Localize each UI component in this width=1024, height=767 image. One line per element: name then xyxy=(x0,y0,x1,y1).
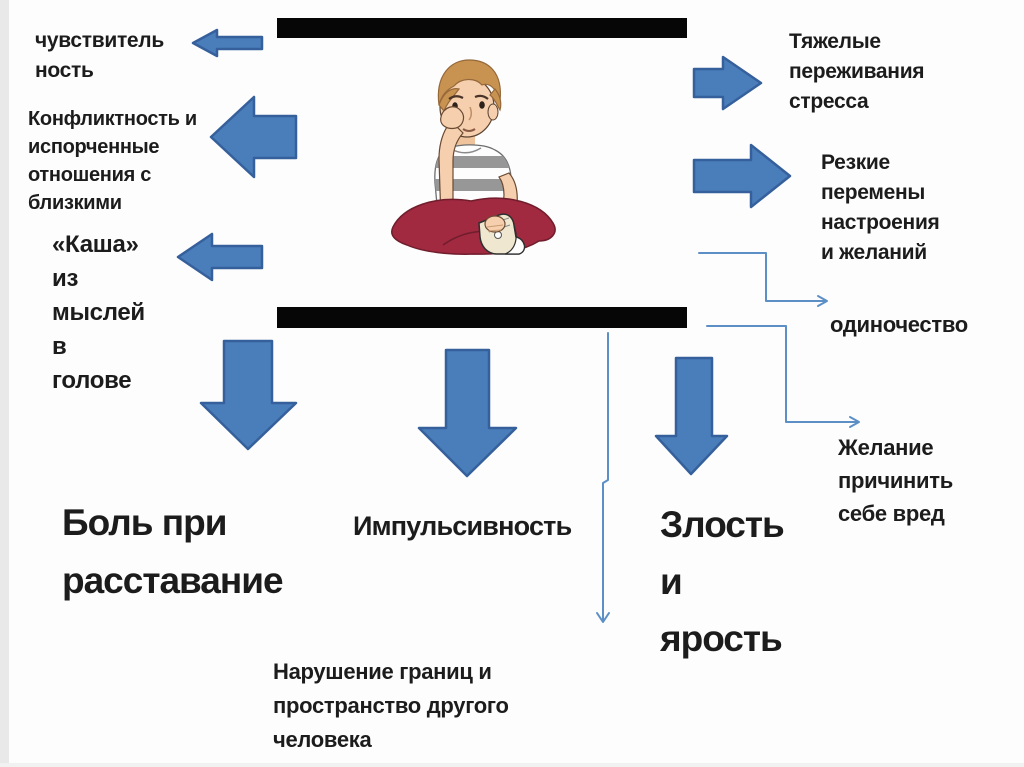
arrow-right-mood-icon xyxy=(692,143,792,209)
arrow-left-thin-mess-icon xyxy=(176,232,264,282)
arrow-left-thin-sensitivity-icon xyxy=(191,28,264,58)
label-mood-swings: Резкие перемены настроения и желаний xyxy=(821,151,940,264)
arrow-down-anger-icon xyxy=(654,356,729,476)
arrow-right-stress-icon xyxy=(692,55,763,111)
label-impulsivity: Импульсивность xyxy=(353,511,572,541)
label-conflict: Конфликтность и испорченные отношения с … xyxy=(28,108,197,214)
boy-face-features xyxy=(448,94,489,132)
label-mess-in-head: «Каша» из мыслей в голове xyxy=(52,231,145,394)
slide-left-edge xyxy=(0,0,9,767)
connector-loneliness-icon xyxy=(698,252,828,307)
label-heavy-stress: Тяжелые переживания стресса xyxy=(789,30,925,113)
connector-boundaries-icon xyxy=(596,332,610,623)
label-sensitivity: чувствитель ность xyxy=(35,29,164,82)
arrow-down-breakup-icon xyxy=(199,339,298,451)
boy-propping-arm xyxy=(438,106,465,222)
label-self-harm: Желание причинить себе вред xyxy=(838,435,953,526)
label-loneliness: одиночество xyxy=(830,312,968,337)
boy-hair xyxy=(437,59,502,113)
label-breakup-pain: Боль при расставание xyxy=(62,502,284,601)
redaction-bar-middle xyxy=(277,307,687,328)
label-boundaries: Нарушение границ и пространство другого … xyxy=(273,659,509,752)
sad-boy-illustration xyxy=(391,59,556,255)
boy-crossed-legs xyxy=(391,197,556,255)
arrow-left-big-conflict-icon xyxy=(209,95,298,179)
boy-ear xyxy=(487,103,499,121)
label-anger: Злость и ярость xyxy=(660,504,785,659)
arrow-down-impulsivity-icon xyxy=(417,348,518,478)
boy-hand-on-sneaker xyxy=(484,215,506,233)
connector-self-harm-icon xyxy=(706,325,860,428)
redaction-bar-top xyxy=(277,18,687,38)
slide-bottom-edge xyxy=(0,763,1024,767)
